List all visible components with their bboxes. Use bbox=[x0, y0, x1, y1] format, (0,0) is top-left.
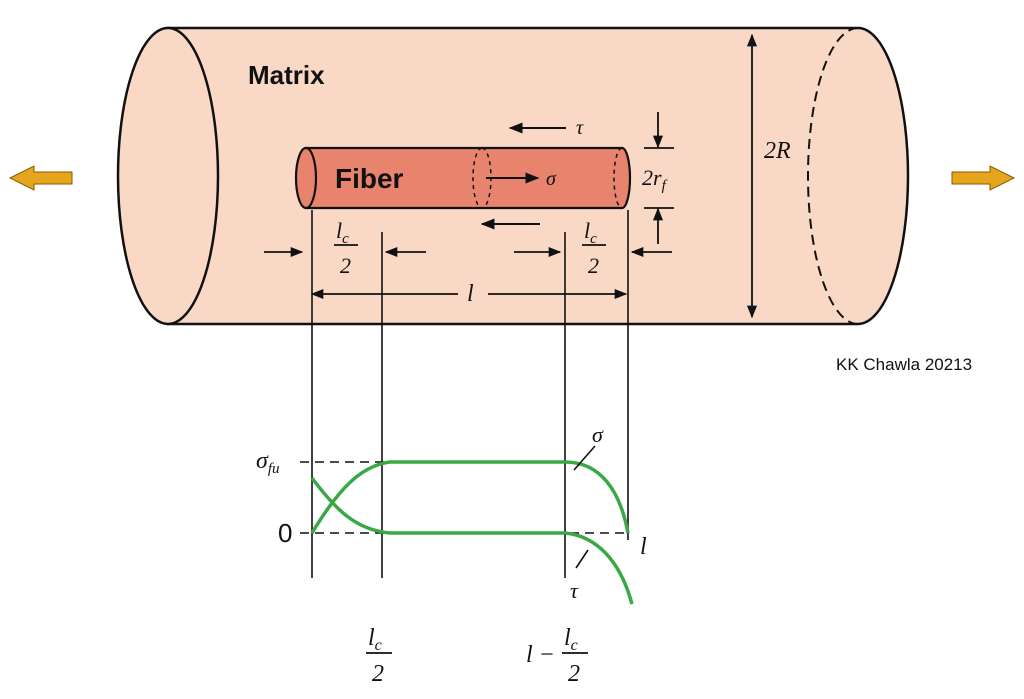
x-label-right-denominator: 2 bbox=[568, 661, 580, 687]
left-pull-arrow-icon bbox=[8, 165, 73, 191]
length-label: l bbox=[467, 281, 474, 307]
sigma-leader bbox=[573, 445, 596, 471]
right-pull-arrow-icon bbox=[951, 165, 1016, 191]
lc-right-numerator: lc bbox=[584, 218, 597, 247]
zero-label: 0 bbox=[278, 518, 292, 548]
sigma-fu-label: σfu bbox=[256, 448, 280, 477]
tau-top-label: τ bbox=[576, 117, 584, 139]
sigma-fiber-label: σ bbox=[546, 168, 557, 190]
lc-right-denominator: 2 bbox=[588, 253, 599, 278]
fiber-label: Fiber bbox=[335, 163, 404, 194]
x-label-right-prefix: l − bbox=[526, 642, 555, 668]
extension-lines bbox=[311, 210, 629, 578]
fiber-diameter-label: 2rf bbox=[642, 165, 668, 194]
lc-left-denominator: 2 bbox=[340, 253, 351, 278]
x-label-left-numerator: lc bbox=[368, 625, 382, 654]
sigma-curve-label: σ bbox=[592, 422, 604, 447]
outer-diameter-label: 2R bbox=[764, 138, 791, 164]
x-label-right-numerator: lc bbox=[564, 625, 578, 654]
tau-curve bbox=[310, 476, 634, 605]
tau-leader bbox=[575, 549, 589, 569]
tau-curve-label: τ bbox=[570, 578, 579, 603]
matrix-label: Matrix bbox=[248, 60, 325, 90]
sigma-curve bbox=[310, 460, 630, 534]
credit-text: KK Chawla 20213 bbox=[836, 355, 972, 374]
lc-left-numerator: lc bbox=[336, 218, 349, 247]
l-axis-label: l bbox=[640, 534, 647, 560]
fiber-diameter-dimension bbox=[644, 112, 674, 244]
x-label-left-denominator: 2 bbox=[372, 661, 384, 687]
